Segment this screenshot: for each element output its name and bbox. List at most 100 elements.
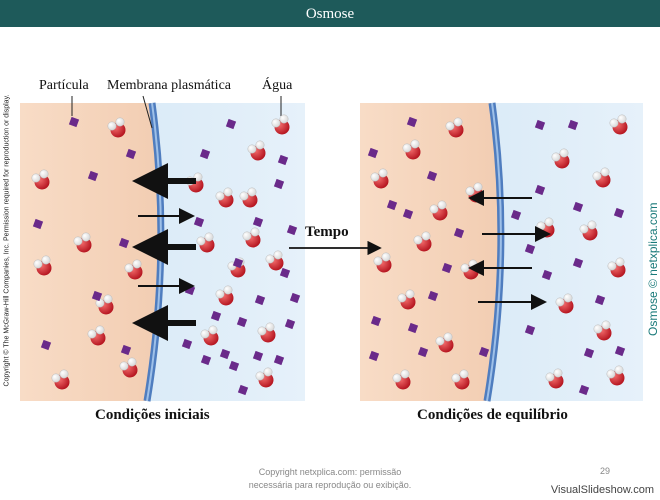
solute-particle xyxy=(181,338,193,350)
flow-arrows-equilibrium xyxy=(468,190,551,310)
solute-particle xyxy=(368,350,380,362)
solute-particle xyxy=(228,360,240,372)
water-molecule xyxy=(87,325,106,346)
slide-title: Osmose xyxy=(0,0,660,27)
solute-particle xyxy=(252,216,264,228)
water-molecule xyxy=(555,293,574,314)
solute-particle xyxy=(277,154,289,166)
solute-particle xyxy=(91,290,103,302)
solute-particle xyxy=(417,346,429,358)
water-molecule xyxy=(95,294,114,315)
water-molecule xyxy=(545,368,564,389)
water-molecule xyxy=(397,289,416,310)
footer-line-1: Copyright netxplica.com: permissão xyxy=(258,467,402,477)
solute-particle xyxy=(541,269,553,281)
solute-particle xyxy=(225,118,237,130)
solute-particle xyxy=(594,294,606,306)
solute-particle xyxy=(284,318,296,330)
water-molecule xyxy=(239,187,258,208)
solute-particle xyxy=(572,257,584,269)
solute-particle xyxy=(279,267,291,279)
water-molecule xyxy=(593,320,612,341)
solute-particle xyxy=(406,116,418,128)
water-molecule xyxy=(200,325,219,346)
brand-side-text: Osmose © netxplica.com xyxy=(646,202,660,336)
water-molecule xyxy=(196,232,215,253)
water-molecule xyxy=(271,114,290,135)
solute-particle xyxy=(613,207,625,219)
water-molecule xyxy=(31,169,50,190)
solute-particle xyxy=(534,184,546,196)
solute-particle xyxy=(68,116,80,128)
solute-particle xyxy=(427,290,439,302)
solute-particle xyxy=(370,315,382,327)
solute-particle xyxy=(254,294,266,306)
solute-particle xyxy=(200,354,212,366)
solute-particle xyxy=(426,170,438,182)
water-molecule xyxy=(607,257,626,278)
water-molecule xyxy=(435,332,454,353)
water-molecule xyxy=(33,255,52,276)
solute-particle xyxy=(524,324,536,336)
water-molecule xyxy=(51,369,70,390)
water-molecule xyxy=(606,365,625,386)
solute-particle xyxy=(286,224,298,236)
solute-particle xyxy=(120,344,132,356)
solute-particle xyxy=(199,148,211,160)
solute-particle xyxy=(252,350,264,362)
solute-particle xyxy=(510,209,522,221)
solute-particle xyxy=(567,119,579,131)
solute-particle xyxy=(583,347,595,359)
water-molecule xyxy=(609,114,628,135)
solute-particle xyxy=(402,208,414,220)
water-molecule xyxy=(373,252,392,273)
equilibrium-panel xyxy=(360,102,643,402)
water-molecule xyxy=(255,367,274,388)
initial-conditions-caption: Condições iniciais xyxy=(95,407,210,423)
water-molecule xyxy=(451,369,470,390)
solute-particle xyxy=(614,345,626,357)
solute-particle xyxy=(236,316,248,328)
water-molecule xyxy=(215,285,234,306)
water-molecule xyxy=(247,140,266,161)
water-molecule xyxy=(370,168,389,189)
water-molecule xyxy=(579,220,598,241)
solute-particle xyxy=(87,170,99,182)
water-molecule xyxy=(392,369,411,390)
footer-line-2: necessária para reprodução ou exibição. xyxy=(248,480,412,490)
solute-particle xyxy=(534,119,546,131)
solute-particle xyxy=(237,384,249,396)
solute-particle xyxy=(273,178,285,190)
solute-particle xyxy=(40,339,52,351)
solute-particle xyxy=(32,218,44,230)
membrane-label: Membrana plasmática xyxy=(107,78,232,93)
water-molecule xyxy=(413,231,432,252)
water-label: Água xyxy=(262,78,293,93)
solute-particle xyxy=(289,292,301,304)
water-molecule xyxy=(107,117,126,138)
water-molecule xyxy=(119,357,138,378)
solute-particle xyxy=(210,310,222,322)
watermark[interactable]: VisualSlideshow.com xyxy=(550,484,654,496)
solute-particle xyxy=(441,262,453,274)
solute-particle xyxy=(193,216,205,228)
water-molecule xyxy=(265,250,284,271)
solute-particle xyxy=(232,257,244,269)
water-molecule xyxy=(592,167,611,188)
water-molecule xyxy=(257,322,276,343)
flow-arrows-initial xyxy=(132,163,196,341)
water-molecule xyxy=(402,139,421,160)
solute-particle xyxy=(572,201,584,213)
water-molecule xyxy=(429,200,448,221)
time-label: Tempo xyxy=(305,224,349,240)
equilibrium-caption: Condições de equilíbrio xyxy=(417,407,568,423)
water-molecule xyxy=(242,227,261,248)
particle-label: Partícula xyxy=(39,78,89,93)
copyright-side-text: Copyright © The McGraw-Hill Companies, I… xyxy=(3,94,11,387)
water-molecule xyxy=(445,117,464,138)
solute-particle xyxy=(453,227,465,239)
page-number: 29 xyxy=(600,466,611,476)
solute-particle xyxy=(407,322,419,334)
solute-particle xyxy=(478,346,490,358)
